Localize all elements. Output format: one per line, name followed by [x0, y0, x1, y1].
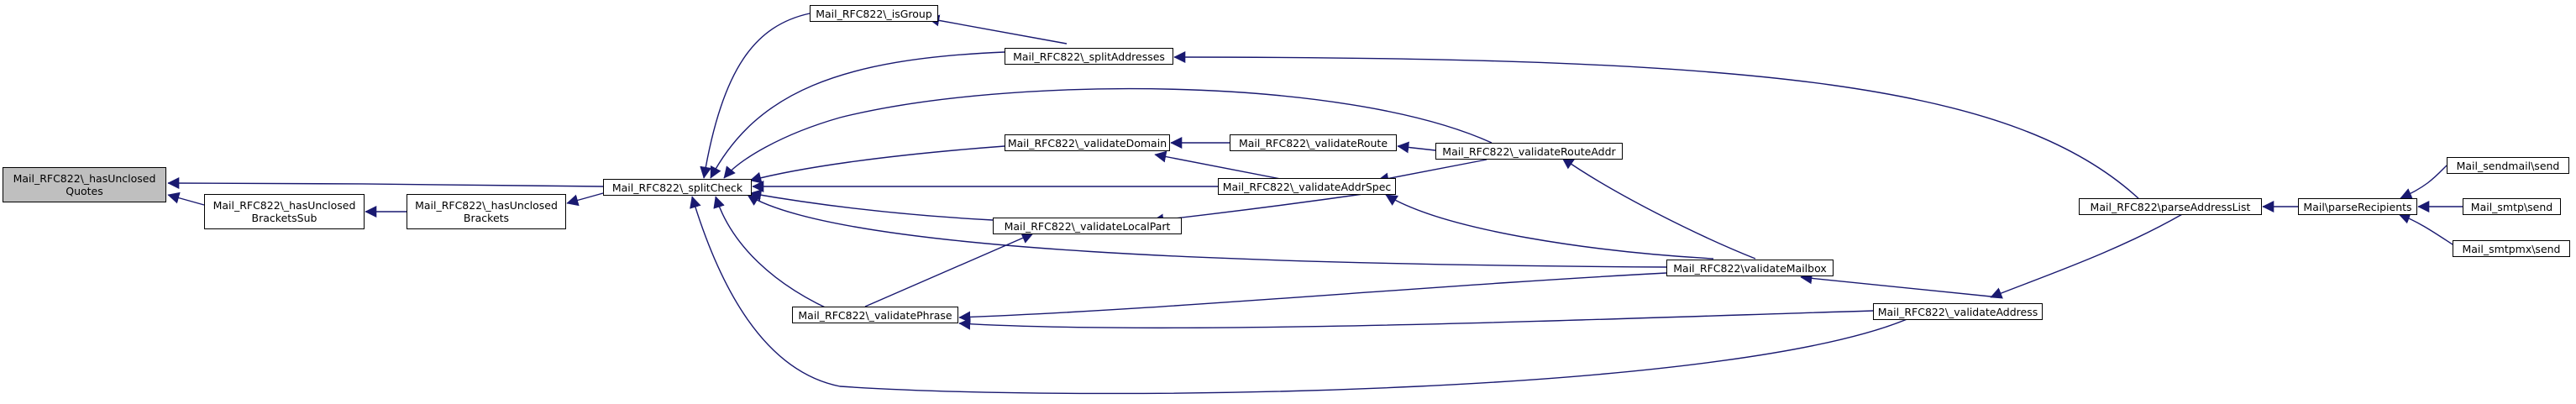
edge-routeaddr-to-splitcheck: [723, 87, 1493, 179]
node-split-addresses[interactable]: Mail_RFC822\_splitAddresses: [1005, 48, 1173, 65]
edge-bracketssub-to-quotes: [167, 192, 205, 206]
edge-addrspec-to-localpart: [1152, 192, 1370, 226]
node-has-unclosed-brackets-sub[interactable]: Mail_RFC822\_hasUnclosed BracketsSub: [204, 194, 365, 229]
edge-phrase-to-splitcheck: [713, 196, 841, 315]
edge-mailbox-to-splitcheck: [747, 194, 1667, 268]
edge-addrspec-to-domain: [1154, 150, 1286, 181]
node-validate-route[interactable]: Mail_RFC822\_validateRoute: [1230, 134, 1397, 151]
edge-mailbox-to-addrspec: [1385, 194, 1714, 260]
node-validate-local-part[interactable]: Mail_RFC822\_validateLocalPart: [993, 218, 1182, 234]
edge-phrase-to-localpart: [864, 232, 1034, 307]
edge-parseaddresslist-to-splitaddresses: [1173, 51, 2141, 201]
node-parse-address-list[interactable]: Mail_RFC822\parseAddressList: [2079, 198, 2262, 215]
node-validate-address[interactable]: Mail_RFC822\_validateAddress: [1873, 303, 2043, 320]
node-split-check[interactable]: Mail_RFC822\_splitCheck: [603, 179, 752, 196]
node-has-unclosed-brackets[interactable]: Mail_RFC822\_hasUnclosed Brackets: [407, 194, 566, 229]
edge-domain-to-splitcheck: [749, 145, 1005, 184]
node-is-group[interactable]: Mail_RFC822\_isGroup: [810, 5, 938, 22]
node-validate-phrase[interactable]: Mail_RFC822\_validatePhrase: [792, 307, 958, 323]
edge-address-to-phrase: [958, 310, 1874, 330]
node-sendmail-send[interactable]: Mail_sendmail\send: [2447, 157, 2569, 174]
edge-address-to-splitcheck: [690, 196, 1924, 395]
node-validate-mailbox[interactable]: Mail_RFC822\validateMailbox: [1666, 260, 1834, 276]
node-has-unclosed-quotes: Mail_RFC822\_hasUnclosed Quotes: [3, 167, 166, 202]
edge-mailbox-to-routeaddr: [1561, 157, 1756, 260]
node-parse-recipients[interactable]: Mail\parseRecipients: [2298, 198, 2417, 215]
edge-splitaddresses-to-splitcheck: [710, 51, 1005, 179]
edge-sendmail-to-recipients: [2400, 165, 2447, 200]
edge-splitaddresses-to-isgroup: [927, 14, 1068, 45]
node-smtpmx-send[interactable]: Mail_smtpmx\send: [2453, 240, 2570, 257]
edge-address-to-mailbox: [1800, 272, 2000, 298]
edge-splitcheck-to-quotes: [167, 177, 604, 190]
node-validate-addr-spec[interactable]: Mail_RFC822\_validateAddrSpec: [1218, 178, 1396, 195]
edge-localpart-to-splitcheck: [749, 189, 994, 221]
edge-routeaddr-to-route: [1397, 141, 1436, 154]
edge-mailbox-to-phrase: [958, 272, 1667, 323]
edge-isgroup-to-splitcheck: [700, 13, 811, 179]
node-validate-route-addr[interactable]: Mail_RFC822\_validateRouteAddr: [1435, 143, 1623, 160]
edge-routeaddr-to-addrspec: [1377, 159, 1487, 185]
node-smtp-send[interactable]: Mail_smtp\send: [2463, 198, 2561, 215]
edge-parseaddresslist-to-address: [1990, 212, 2185, 299]
edge-splitcheck-to-brackets: [566, 192, 604, 207]
edge-smtpmx-to-recipients: [2398, 212, 2453, 245]
node-validate-domain[interactable]: Mail_RFC822\_validateDomain: [1005, 134, 1170, 151]
